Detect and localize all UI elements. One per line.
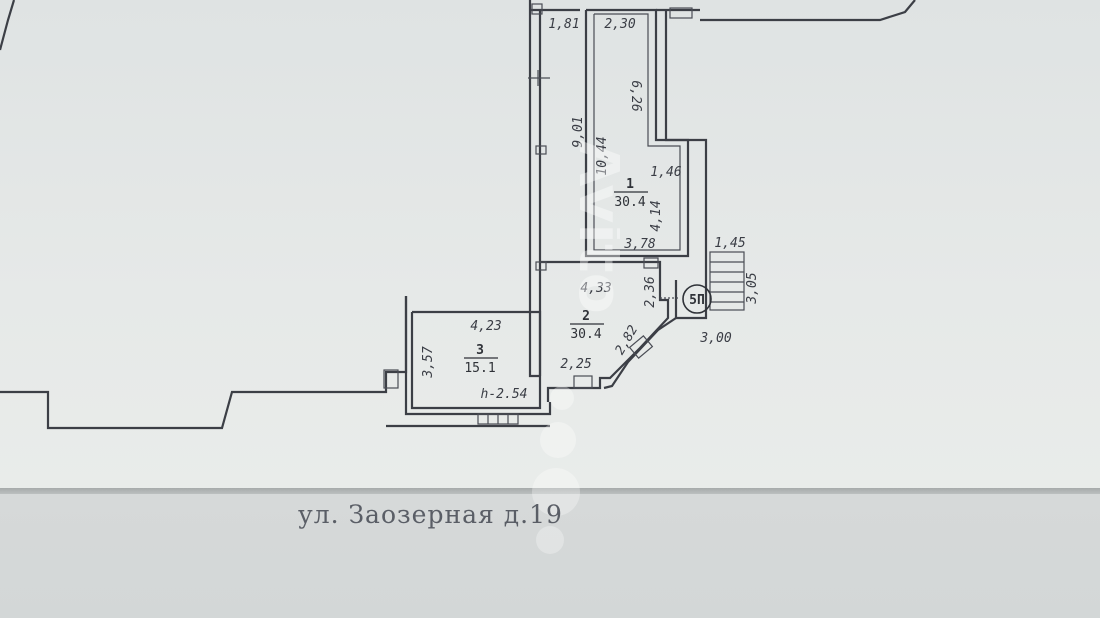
corridor-wall [528, 0, 540, 378]
room-1-inner [593, 13, 681, 251]
dim-10-44: 10,44 [595, 136, 610, 175]
building-outline-top-left [0, 0, 16, 51]
door-mark [383, 369, 399, 389]
door-mark [573, 375, 593, 389]
address-caption: ул. Заозерная д.19 [298, 500, 563, 529]
dim-3-57: 3,57 [421, 346, 436, 378]
dim-3-00: 3,00 [699, 331, 731, 346]
staircase-circle [682, 284, 712, 314]
room-1-walls [584, 8, 690, 258]
dim-6-26: 6,26 [628, 80, 643, 111]
stair-landing [603, 317, 677, 390]
dim-9-01: 9,01 [571, 116, 586, 147]
room-1-outer-right [664, 10, 708, 262]
window-mark [535, 145, 547, 155]
dim-1-45: 1,45 [714, 236, 745, 251]
room-3-walls [410, 310, 542, 410]
dim-2-30: 2,30 [604, 17, 635, 32]
dim-4-14: 4,14 [649, 200, 664, 231]
staircase-label: 5П [689, 293, 705, 308]
room-3-height: h-2.54 [481, 387, 528, 402]
door-mark [643, 257, 659, 269]
window-mark [535, 261, 547, 271]
sheet-edge-shadow [0, 488, 1100, 498]
room-2-area: 30.4 [570, 327, 601, 342]
building-outline-left [0, 296, 408, 430]
entrance-porch [674, 262, 708, 320]
dim-2-25: 2,25 [560, 357, 591, 372]
building-outline-right [700, 0, 916, 22]
door-mark [628, 335, 654, 359]
room-3-area: 15.1 [464, 361, 495, 376]
vent-shaft [669, 7, 693, 19]
dim-3-05: 3,05 [745, 272, 760, 304]
dim-4-33: 4,33 [580, 281, 611, 296]
dim-3-78: 3,78 [623, 237, 655, 252]
stair-steps [709, 251, 745, 311]
dim-4-23: 4,23 [470, 319, 501, 334]
dim-1-46: 1,46 [650, 165, 681, 180]
window-mark [531, 3, 543, 15]
dim-1-81: 1,81 [548, 17, 579, 32]
dim-2-36: 2,36 [643, 276, 658, 307]
floor-plan: 5П 1 30.4 2 30.4 3 15.1 h-2.54 1,81 2,30… [0, 0, 916, 430]
room-2-number: 2 [582, 309, 590, 324]
background-surface [0, 494, 1100, 618]
room-1-area: 30.4 [614, 195, 645, 210]
room-3-number: 3 [476, 343, 484, 358]
room-1-number: 1 [626, 177, 634, 192]
